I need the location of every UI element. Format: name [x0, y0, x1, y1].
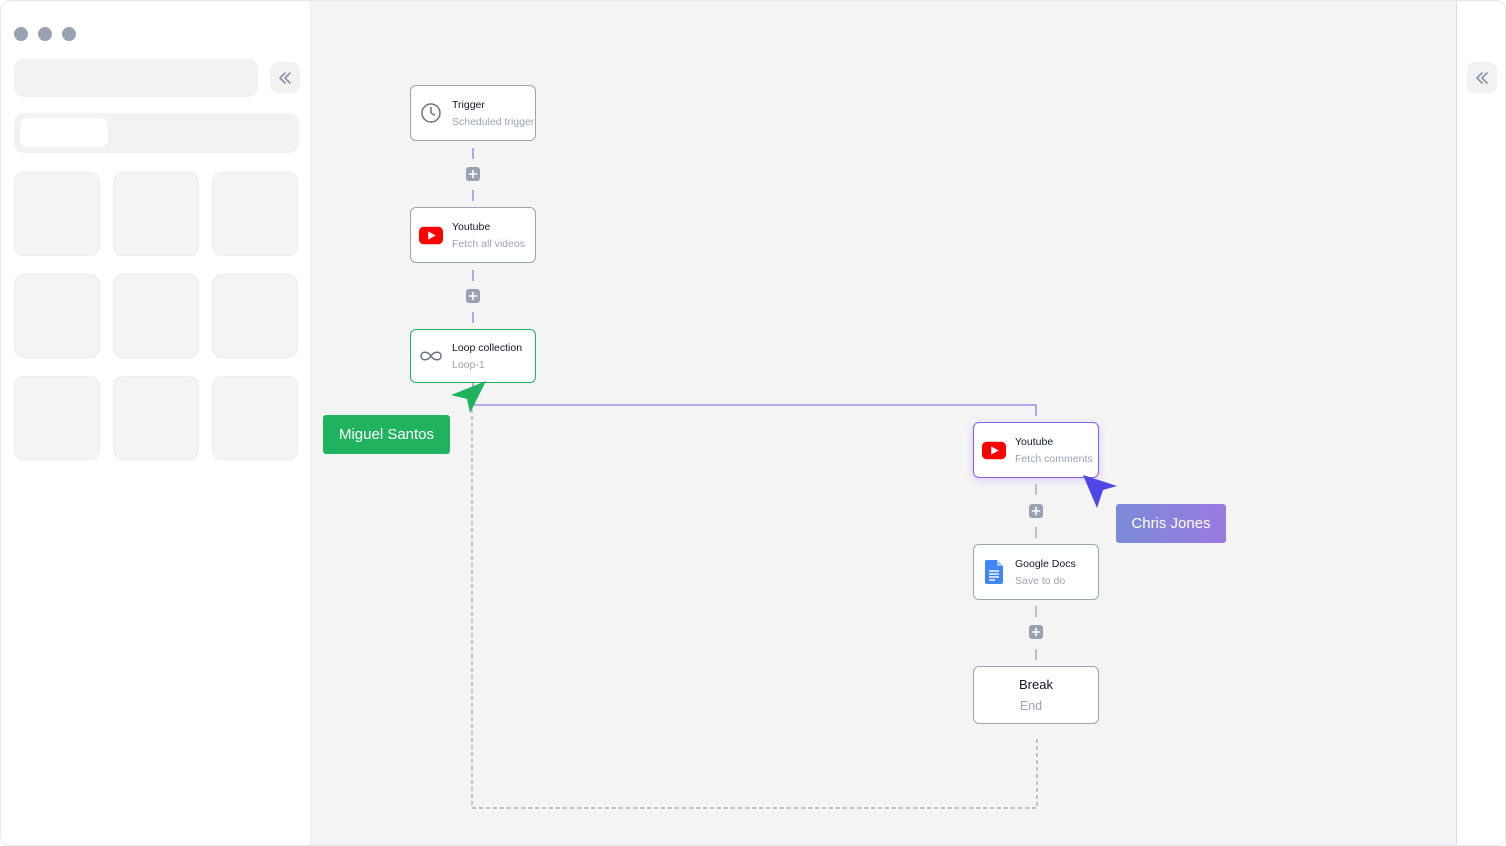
- close-window-button[interactable]: [14, 27, 28, 41]
- minimize-window-button[interactable]: [38, 27, 52, 41]
- collaborator-label-chris: Chris Jones: [1116, 504, 1226, 543]
- collapse-right-panel-button[interactable]: [1467, 62, 1497, 93]
- collapse-sidebar-button[interactable]: [270, 62, 300, 93]
- node-subtitle: Save to do: [1015, 574, 1066, 587]
- right-panel: [1456, 1, 1505, 845]
- node-youtube-fetch-comments[interactable]: Youtube Fetch comments: [973, 422, 1099, 478]
- maximize-window-button[interactable]: [62, 27, 76, 41]
- node-break[interactable]: Break End: [973, 666, 1099, 724]
- component-tile[interactable]: [113, 376, 199, 460]
- plus-icon: [1031, 627, 1041, 637]
- cursor-chris-icon: [1083, 475, 1117, 508]
- node-title: Youtube: [1015, 435, 1054, 448]
- component-tile[interactable]: [212, 376, 298, 460]
- component-tile[interactable]: [14, 172, 100, 256]
- sidebar-tabs: [14, 113, 299, 153]
- node-title: Google Docs: [1015, 557, 1076, 570]
- clock-icon: [419, 101, 443, 125]
- node-title: Break: [1019, 677, 1053, 692]
- collaborator-label-miguel: Miguel Santos: [323, 415, 450, 454]
- sidebar-tab-active[interactable]: [20, 118, 108, 147]
- infinity-icon: [419, 344, 443, 368]
- add-step-button[interactable]: [466, 289, 480, 303]
- component-tile[interactable]: [212, 274, 298, 358]
- add-step-button[interactable]: [466, 167, 480, 181]
- node-subtitle: Fetch comments: [1015, 452, 1093, 465]
- component-tile[interactable]: [113, 274, 199, 358]
- node-title: Youtube: [452, 220, 491, 233]
- plus-icon: [468, 169, 478, 179]
- component-tile[interactable]: [113, 172, 199, 256]
- youtube-icon: [982, 438, 1006, 462]
- node-subtitle: Fetch all videos: [452, 237, 525, 250]
- cursor-miguel-icon: [451, 381, 486, 413]
- node-loop-collection[interactable]: Loop collection Loop-1: [410, 329, 536, 383]
- node-google-docs[interactable]: Google Docs Save to do: [973, 544, 1099, 600]
- google-docs-icon: [982, 560, 1006, 584]
- node-subtitle: End: [1019, 699, 1043, 713]
- add-step-button[interactable]: [1029, 504, 1043, 518]
- component-tile[interactable]: [14, 376, 100, 460]
- chevrons-left-icon: [1476, 71, 1488, 84]
- plus-icon: [468, 291, 478, 301]
- node-youtube-fetch-videos[interactable]: Youtube Fetch all videos: [410, 207, 536, 263]
- component-tile[interactable]: [212, 172, 298, 256]
- node-subtitle: Loop-1: [452, 358, 485, 371]
- left-sidebar: [1, 1, 311, 845]
- chevrons-left-icon: [279, 71, 291, 84]
- component-grid: [14, 172, 298, 460]
- plus-icon: [1031, 506, 1041, 516]
- youtube-icon: [419, 223, 443, 247]
- node-subtitle: Scheduled trigger: [452, 115, 535, 128]
- node-title: Loop collection: [452, 341, 523, 354]
- sidebar-search-input[interactable]: [14, 59, 258, 97]
- component-tile[interactable]: [14, 274, 100, 358]
- node-title: Trigger: [452, 98, 485, 111]
- window-controls: [14, 27, 76, 41]
- add-step-button[interactable]: [1029, 625, 1043, 639]
- node-trigger[interactable]: Trigger Scheduled trigger: [410, 85, 536, 141]
